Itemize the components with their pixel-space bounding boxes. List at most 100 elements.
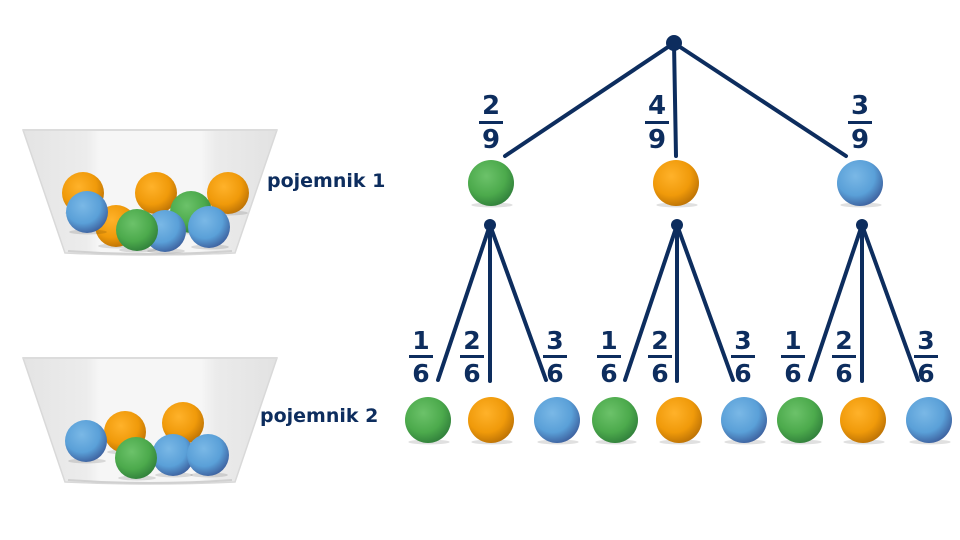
- blue-ball: [152, 434, 194, 476]
- branch-node-1: [484, 219, 496, 231]
- fraction-bar: [543, 355, 567, 358]
- fraction-g3-green: 1 6: [781, 328, 805, 386]
- blue-ball: [187, 434, 229, 476]
- orange-ball: [653, 160, 699, 206]
- level1-green-ball: [468, 160, 514, 208]
- fraction-bar: [479, 121, 503, 124]
- leaf-green-ball: [777, 397, 823, 445]
- fraction-bar: [832, 355, 856, 358]
- green-ball: [116, 209, 158, 251]
- fraction-numerator: 1: [600, 326, 618, 355]
- leaf-orange-ball: [840, 397, 886, 445]
- fraction-g1-blue: 3 6: [543, 328, 567, 386]
- fraction-numerator: 1: [412, 326, 430, 355]
- blue-ball: [65, 420, 107, 462]
- fraction-numerator: 1: [784, 326, 802, 355]
- container-ball: [66, 191, 108, 235]
- orange-ball: [162, 402, 204, 444]
- edge-g3-blue: [860, 223, 920, 382]
- fraction-denominator: 6: [463, 359, 481, 388]
- fraction-denominator: 6: [835, 359, 853, 388]
- fraction-g1-green: 1 6: [409, 328, 433, 386]
- fraction-level1-green: 2 9: [479, 93, 503, 153]
- fraction-level1-blue: 3 9: [848, 93, 872, 153]
- fraction-numerator: 3: [917, 326, 935, 355]
- level1-orange-ball: [653, 160, 699, 208]
- fraction-bar: [645, 121, 669, 124]
- fraction-level1-orange: 4 9: [645, 93, 669, 153]
- fraction-denominator: 9: [850, 125, 870, 155]
- container-1: [21, 129, 279, 256]
- fraction-bar: [914, 355, 938, 358]
- edge-g3-green: [808, 223, 864, 382]
- bowl-base: [67, 479, 233, 484]
- fraction-denominator: 6: [546, 359, 564, 388]
- green-ball: [777, 397, 823, 443]
- leaf-orange-ball: [468, 397, 514, 445]
- branch-node-2: [671, 219, 683, 231]
- fraction-denominator: 9: [647, 125, 667, 155]
- orange-ball: [468, 397, 514, 443]
- fraction-numerator: 3: [734, 326, 752, 355]
- blue-ball: [534, 397, 580, 443]
- edge-g2-green: [623, 223, 679, 382]
- green-ball: [115, 437, 157, 479]
- fraction-bar: [731, 355, 755, 358]
- level1-blue-ball: [837, 160, 883, 208]
- fraction-numerator: 2: [651, 326, 669, 355]
- fraction-numerator: 2: [481, 91, 501, 121]
- fraction-g1-orange: 2 6: [460, 328, 484, 386]
- blue-ball: [906, 397, 952, 443]
- blue-ball: [66, 191, 108, 233]
- container-ball: [152, 434, 194, 478]
- container-ball: [187, 434, 229, 478]
- root-node: [666, 35, 682, 51]
- orange-ball: [135, 172, 177, 214]
- fraction-bar: [648, 355, 672, 358]
- container-1-label: pojemnik 1: [267, 170, 386, 192]
- branch-node-3: [856, 219, 868, 231]
- fraction-bar: [460, 355, 484, 358]
- fraction-denominator: 6: [651, 359, 669, 388]
- edge-g1-green: [436, 223, 492, 382]
- fraction-denominator: 6: [784, 359, 802, 388]
- container-ball: [65, 420, 107, 464]
- fraction-denominator: 6: [734, 359, 752, 388]
- fraction-g3-blue: 3 6: [914, 328, 938, 386]
- container-ball: [115, 437, 157, 481]
- container-ball: [188, 206, 230, 250]
- green-ball: [468, 160, 514, 206]
- blue-ball: [721, 397, 767, 443]
- leaf-blue-ball: [721, 397, 767, 445]
- orange-ball: [840, 397, 886, 443]
- fraction-numerator: 2: [835, 326, 853, 355]
- orange-ball: [207, 172, 249, 214]
- leaf-orange-ball: [656, 397, 702, 445]
- edge-g2-blue: [675, 223, 735, 382]
- leaf-green-ball: [405, 397, 451, 445]
- orange-ball: [656, 397, 702, 443]
- fraction-g3-orange: 2 6: [832, 328, 856, 386]
- fraction-denominator: 9: [481, 125, 501, 155]
- edge-g1-blue: [488, 223, 548, 382]
- fraction-numerator: 3: [850, 91, 870, 121]
- bowl-base: [67, 250, 233, 255]
- green-ball: [405, 397, 451, 443]
- edge-root-blue: [672, 41, 848, 158]
- fraction-bar: [781, 355, 805, 358]
- fraction-numerator: 2: [463, 326, 481, 355]
- edge-root-orange: [672, 41, 678, 158]
- leaf-blue-ball: [534, 397, 580, 445]
- fraction-numerator: 4: [647, 91, 667, 121]
- fraction-g2-blue: 3 6: [731, 328, 755, 386]
- leaf-blue-ball: [906, 397, 952, 445]
- container-2-label: pojemnik 2: [260, 405, 379, 427]
- fraction-bar: [409, 355, 433, 358]
- fraction-denominator: 6: [412, 359, 430, 388]
- blue-ball: [188, 206, 230, 248]
- green-ball: [592, 397, 638, 443]
- fraction-denominator: 6: [917, 359, 935, 388]
- edge-root-green: [503, 41, 676, 158]
- fraction-g2-green: 1 6: [597, 328, 621, 386]
